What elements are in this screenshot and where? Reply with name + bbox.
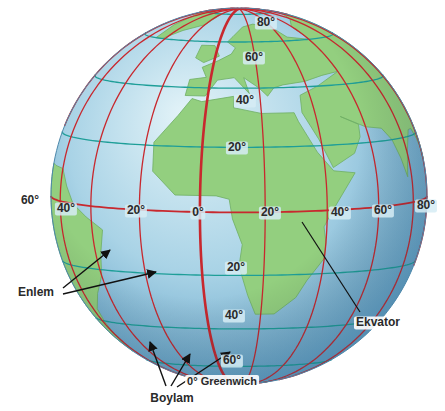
meridian-name: 0° Greenwich [185,375,259,387]
ocean [51,8,427,384]
callout-label: Ekvator [354,316,402,329]
leader-line [302,222,360,312]
callout-label: Enlem [16,286,56,299]
longitude-label: 40° [55,202,77,215]
callout-label: Boylam [148,392,195,405]
longitude-label: 20° [125,204,147,217]
globe-outline [51,8,427,384]
leader-arrow [63,272,156,294]
longitude-label: 60° [372,204,394,217]
leader-arrow [63,250,110,288]
latitude-label: 40° [223,309,245,322]
globe [51,8,427,384]
latitude-label: 20° [226,141,248,154]
latitude-label: 60° [221,354,243,367]
longitude-label: 80° [415,199,437,212]
leader-lines [63,222,360,387]
latitude-label: 80° [255,16,277,29]
latitude-label: 40° [234,94,256,107]
latitude-label: 20° [225,261,247,274]
longitude-label: 0° [190,206,205,219]
latitude-label: 60° [243,51,265,64]
longitude-label: 20° [259,206,281,219]
longitude-label: 60° [19,194,41,207]
longitude-label: 40° [329,206,351,219]
leader-arrow [150,342,166,386]
